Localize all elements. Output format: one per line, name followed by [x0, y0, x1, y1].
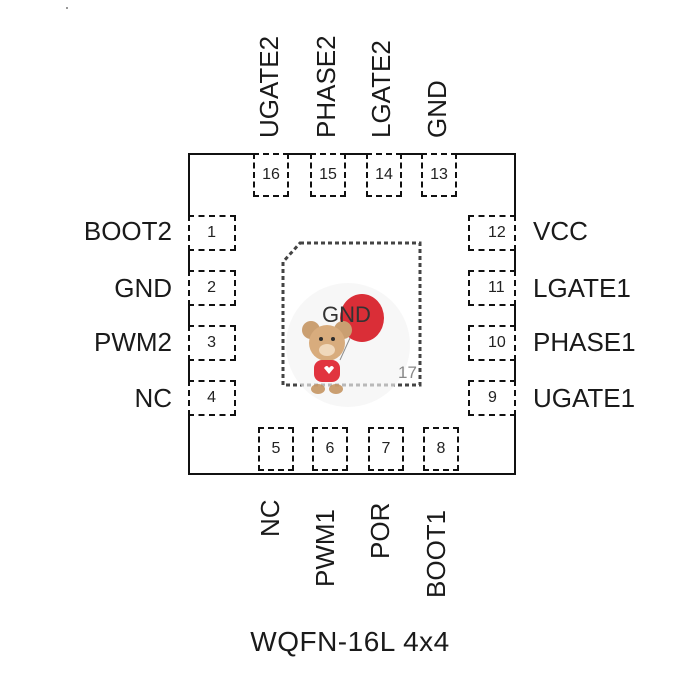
pin-5-label: NC: [255, 499, 285, 537]
pin-8-pad: 8: [423, 427, 459, 471]
package-name: WQFN-16L 4x4: [250, 626, 450, 657]
pin-6-label: PWM1: [310, 509, 340, 587]
pin-5-number: 5: [271, 440, 281, 457]
pin-12-label: VCC: [533, 216, 588, 246]
pin-6-pad: 6: [312, 427, 348, 471]
pin-4-label: NC: [134, 383, 172, 413]
pin-3-number: 3: [207, 334, 216, 351]
pin-1-label: BOOT2: [83, 216, 172, 246]
pin-8-label: BOOT1: [421, 509, 451, 598]
pin-13-pad: 13: [421, 153, 457, 197]
pin-14-pad: 14: [366, 153, 402, 197]
pin-13-label: GND: [422, 80, 452, 138]
pin-16-label: UGATE2: [254, 35, 284, 138]
pin-12-number: 12: [488, 224, 506, 241]
pin-11-label: LGATE1: [533, 273, 631, 303]
stray-dot: [66, 7, 68, 9]
exposed-pad-number: 17: [398, 363, 417, 382]
pin-3-pad: 3: [188, 325, 236, 361]
pin-8-number: 8: [436, 440, 446, 457]
pin-11-pad: 11: [468, 270, 516, 306]
pin-2-label: GND: [114, 273, 172, 303]
pin-14-label: LGATE2: [366, 40, 396, 138]
pin-3-label: PWM2: [94, 327, 172, 357]
bear-sticker-icon: [286, 283, 410, 407]
pin-9-number: 9: [488, 389, 497, 406]
pin-15-number: 15: [319, 166, 337, 183]
pin-6-number: 6: [325, 440, 335, 457]
pin-10-number: 10: [488, 334, 506, 351]
pin-11-number: 11: [488, 279, 505, 296]
pin-15-pad: 15: [310, 153, 346, 197]
pin-7-pad: 7: [368, 427, 404, 471]
pin-7-number: 7: [381, 440, 391, 457]
pin-12-pad: 12: [468, 215, 516, 251]
pin-1-number: 1: [207, 224, 216, 241]
pin-1-pad: 1: [188, 215, 236, 251]
pin-7-label: POR: [365, 502, 395, 559]
pin-15-label: PHASE2: [311, 35, 341, 138]
pin-16-pad: 16: [253, 153, 289, 197]
pin-9-label: UGATE1: [533, 383, 636, 413]
pin-4-pad: 4: [188, 380, 236, 416]
pin-14-number: 14: [375, 166, 393, 183]
pin-16-number: 16: [262, 166, 280, 183]
pin-9-pad: 9: [468, 380, 516, 416]
pin-13-number: 13: [430, 166, 448, 183]
pin-5-pad: 5: [258, 427, 294, 471]
pin-10-label: PHASE1: [533, 327, 636, 357]
pin-4-number: 4: [207, 389, 216, 406]
exposed-pad-label: GND: [322, 302, 371, 327]
pin-10-pad: 10: [468, 325, 516, 361]
pin-2-pad: 2: [188, 270, 236, 306]
pin-2-number: 2: [207, 279, 216, 296]
